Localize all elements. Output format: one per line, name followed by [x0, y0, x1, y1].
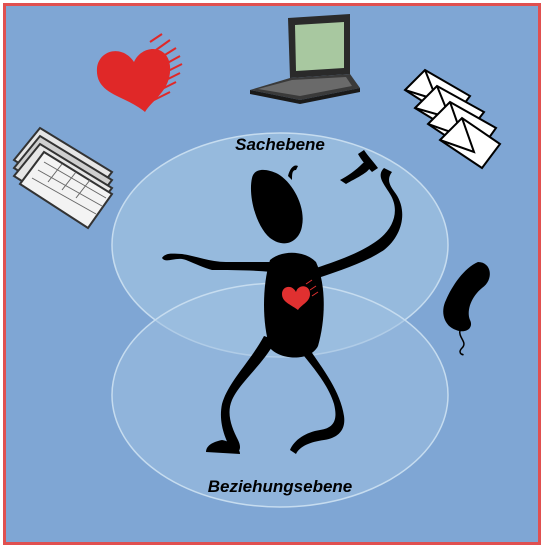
- bottom-label: Beziehungsebene: [208, 477, 353, 496]
- top-label: Sachebene: [235, 135, 325, 154]
- telephone-icon: [443, 262, 490, 355]
- newspaper-icon: [14, 128, 112, 228]
- laptop-icon: [250, 14, 360, 104]
- envelopes-icon: [405, 70, 500, 168]
- heart-icon: [97, 34, 182, 112]
